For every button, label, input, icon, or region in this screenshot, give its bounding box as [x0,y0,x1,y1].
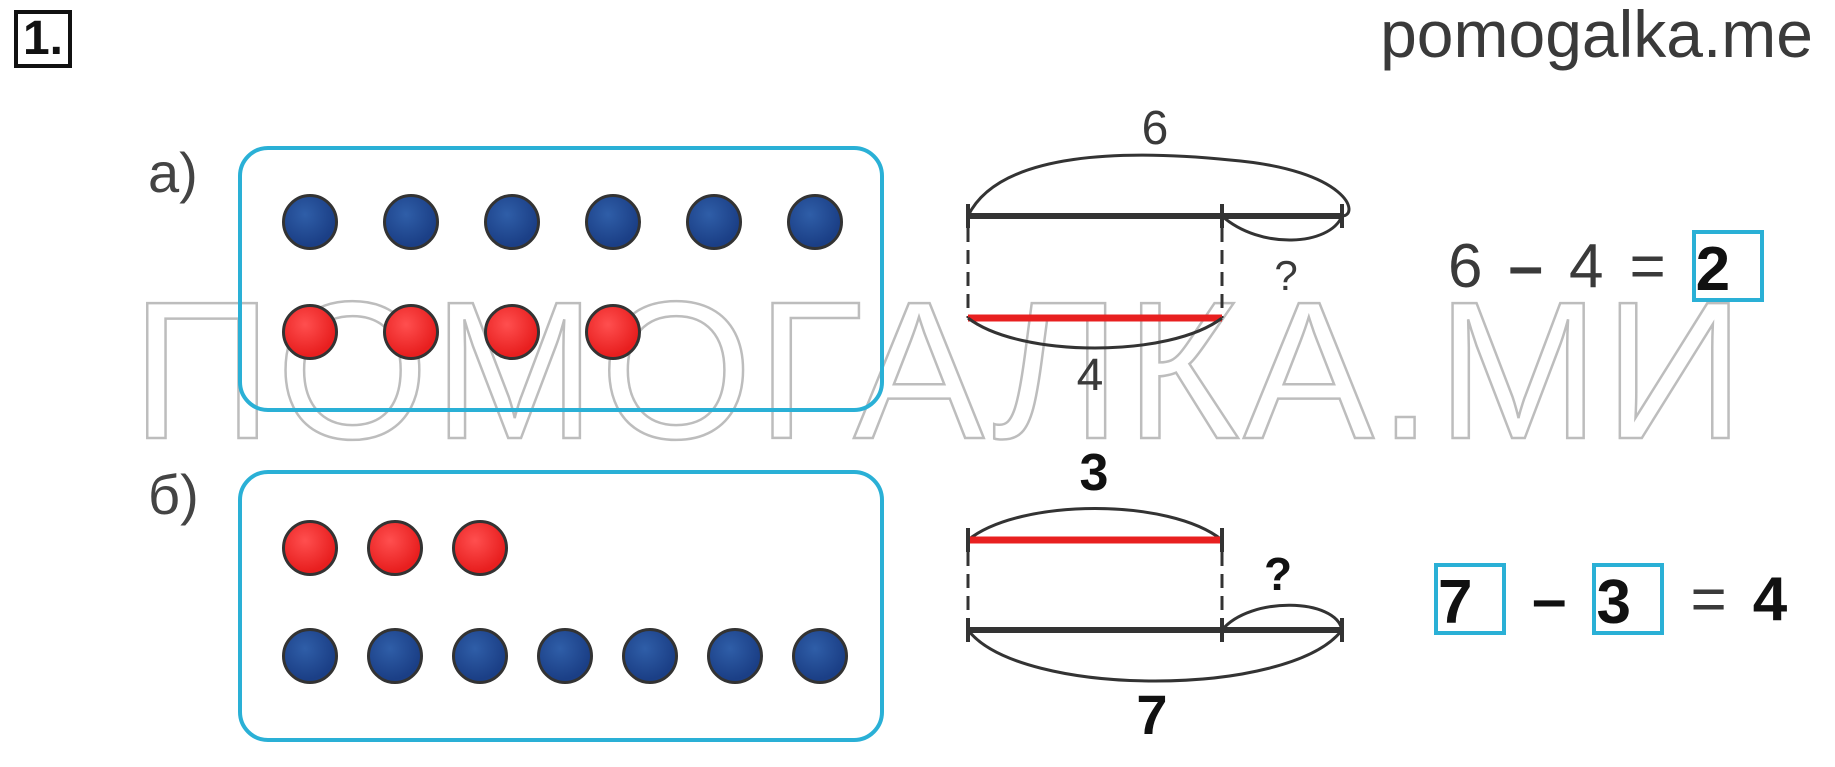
blue-dot [707,628,763,684]
blue-dot [792,628,848,684]
part-a-eq-minus: – [1508,231,1543,301]
part-a-whole-label: 6 [1142,102,1169,155]
part-b-unknown-arc [1220,603,1344,631]
part-b-whole-arc [966,629,1344,683]
part-b-left-box: 7 [1434,563,1506,637]
part-b-part-arc [967,507,1223,542]
task-number: 1. [14,10,72,68]
part-b-dot-box [238,470,884,742]
part-a-segment-diagram: 6 ? 4 [966,102,1351,390]
part-b-red-row [282,520,508,576]
blue-dot [367,628,423,684]
part-a-eq-right: 4 [1568,231,1604,301]
red-dot [282,520,338,576]
part-b-equation: 7 – 3 = 4 [1434,563,1788,637]
part-a-equation: 6 – 4 = 2 [1448,230,1764,304]
red-dot [585,304,641,360]
part-b-unknown-label: ? [1264,548,1292,600]
blue-dot [484,194,540,250]
blue-dot [686,194,742,250]
blue-dot [282,194,338,250]
red-dot [484,304,540,360]
part-a-blue-row [282,194,843,250]
part-a-dot-box [238,146,884,412]
part-a-answer-box: 2 [1691,230,1764,304]
part-a-whole-arc [966,153,1351,218]
red-dot [383,304,439,360]
part-b-blue-row [282,628,848,684]
blue-dot [383,194,439,250]
part-a-part-label: 4 [1077,350,1104,390]
part-b-label: б) [148,463,199,526]
blue-dot [585,194,641,250]
red-dot [367,520,423,576]
part-a-eq-left: 6 [1448,231,1483,301]
part-a-label: а) [148,141,198,204]
blue-dot [282,628,338,684]
blue-dot [452,628,508,684]
part-b-eq-result: 4 [1752,564,1788,634]
blue-dot [622,628,678,684]
part-a-unknown-arc [1221,214,1344,242]
part-a-red-row [282,304,641,360]
blue-dot [537,628,593,684]
site-name: pomogalka.me [1380,0,1813,71]
part-a-eq-equals: = [1629,231,1666,301]
part-a-unknown-label: ? [1274,252,1297,299]
part-b-whole-label: 7 [1136,683,1167,738]
red-dot [452,520,508,576]
part-b-segment-diagram: 3 ? 7 [966,448,1344,738]
part-b-eq-equals: = [1690,564,1727,634]
part-b-eq-minus: – [1532,564,1567,634]
blue-dot [787,194,843,250]
part-a-part-arc [967,316,1223,350]
part-b-right-box: 3 [1592,563,1665,637]
red-dot [282,304,338,360]
part-b-part-label: 3 [1080,448,1109,502]
